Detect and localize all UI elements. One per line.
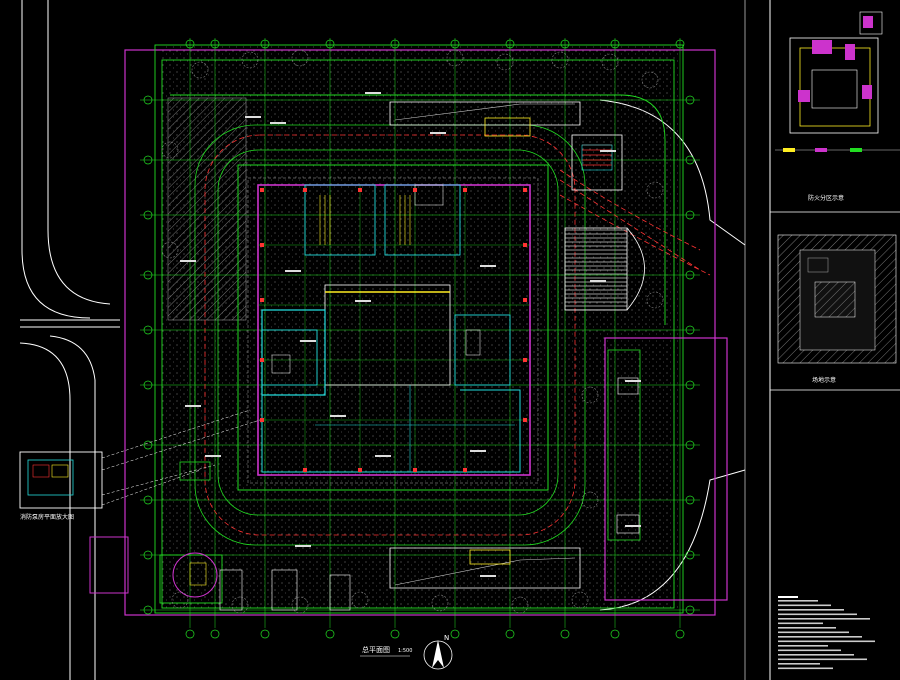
panel-site-diagram: 场地示意 xyxy=(777,234,897,384)
detail-left-title: 消防泵房平面放大图 xyxy=(20,513,74,521)
pump-house xyxy=(89,536,351,611)
annotations xyxy=(180,92,641,577)
panel-mid-title: 场地示意 xyxy=(812,376,836,384)
site-green-outlines xyxy=(154,44,684,614)
main-title-text: 总平面图 xyxy=(362,645,390,654)
pump-room-detail xyxy=(19,409,261,509)
panel-top-title: 防火分区示意 xyxy=(808,194,844,202)
parking-ramp-south xyxy=(389,547,581,589)
grid-bubbles-left xyxy=(143,95,153,615)
main-scale-text: 1:500 xyxy=(398,648,412,654)
main-building xyxy=(237,164,549,491)
hatched-plaza xyxy=(167,97,247,321)
title-block-frame xyxy=(744,0,900,680)
panel-notes xyxy=(778,596,875,670)
grid-bubbles-top xyxy=(185,39,685,49)
east-annex xyxy=(604,337,728,601)
north-arrow: N xyxy=(423,634,453,670)
north-label: N xyxy=(444,634,449,642)
landscape-area xyxy=(160,45,680,610)
parking-ramp-north xyxy=(389,101,581,137)
grid-bubbles-right xyxy=(685,95,695,615)
striped-parking xyxy=(564,227,645,311)
panel-fire-zones: 防火分区示意 xyxy=(775,11,900,202)
main-title: 总平面图 1:500 xyxy=(360,645,412,657)
trees xyxy=(161,49,664,614)
grid-bubbles-bottom xyxy=(185,629,685,639)
